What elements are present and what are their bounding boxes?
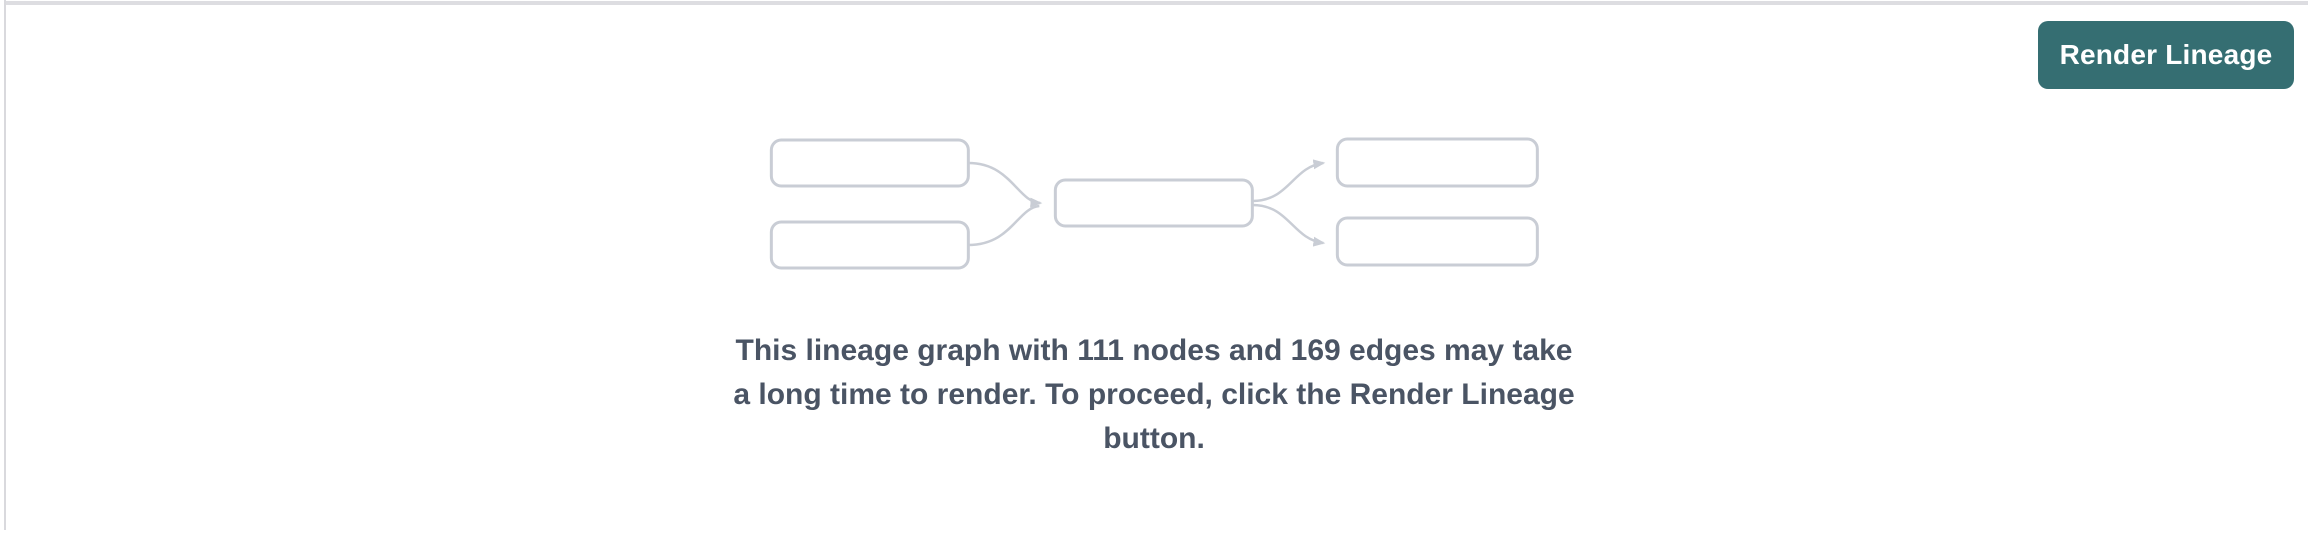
node-downstream-bottom xyxy=(1335,216,1539,267)
node-center xyxy=(1053,178,1254,228)
render-lineage-button[interactable]: Render Lineage xyxy=(2038,21,2294,89)
edge-downstream-bottom xyxy=(1251,203,1325,247)
node-upstream-bottom xyxy=(769,220,970,270)
edge-upstream-bottom xyxy=(967,204,1040,247)
pane-top-border xyxy=(5,1,2308,5)
node-upstream-top xyxy=(769,138,970,188)
edge-downstream-top xyxy=(1251,159,1325,203)
message-line-3: button. xyxy=(1103,422,1205,455)
lineage-warning-message: This lineage graph with 111 nodes and 16… xyxy=(733,329,1574,461)
message-line-2: a long time to render. To proceed, click… xyxy=(733,378,1575,411)
node-downstream-top xyxy=(1335,137,1539,188)
edge-upstream-top xyxy=(967,161,1042,208)
lineage-placeholder: This lineage graph with 111 nodes and 16… xyxy=(733,130,1575,461)
message-line-1: This lineage graph with 111 nodes and 16… xyxy=(735,334,1573,367)
pane-left-border xyxy=(4,0,6,530)
lineage-graph-icon xyxy=(769,137,1539,270)
